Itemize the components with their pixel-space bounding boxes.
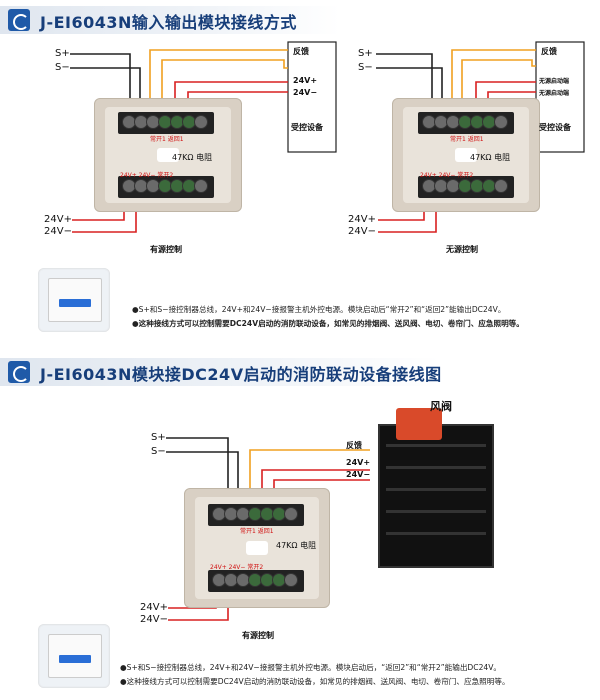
feedback-label-sec2: 反馈 [346,441,362,450]
controlled-device-box-right [535,41,585,153]
fire-damper-box [378,424,494,568]
brand-logo-icon-2 [8,361,30,383]
power-plus-label-left: 24V+ [44,214,72,225]
module-thumbnail-1 [38,268,110,332]
section2-title: J-EI6043N模块接DC24V启动的消防联动设备接线图 [40,365,442,384]
device-dry-contact1-label-right: 无源启动端 [539,78,570,85]
terminal-label-bottom-sec2: 24V+ 24V− 常开2 [210,564,264,571]
section2-note-2: ●这种接线方式可以控制需要DC24V启动的消防联动设备，如常见的排烟阀、送风阀、… [120,677,510,686]
module-thumbnail-2 [38,624,110,688]
bus-s-plus-label-left: S+ [55,48,70,59]
power-minus-line-label-sec2: 24V− [346,470,371,479]
device-feedback-label-left: 反馈 [293,47,309,56]
terminal-block-top-right [418,112,514,134]
terminal-block-bottom-right [418,176,514,198]
resistor-label-right: 47KΩ 电阻 [470,153,511,162]
caption-left: 有源控制 [150,245,182,254]
damper-actuator [396,408,442,440]
device-name-label-right: 受控设备 [539,123,571,132]
bus-s-minus-label-right: S− [358,62,373,73]
power-plus-label-sec2: 24V+ [140,602,168,613]
bus-s-plus-label-right: S+ [358,48,373,59]
terminal-label-bottom-right: 24V+ 24V− 常开2 [420,172,474,179]
terminal-label-top-right: 常开1 返回1 [450,136,484,143]
feedback-line-left [149,49,288,120]
section1-title: J-EI6043N输入输出模块接线方式 [40,13,297,32]
power-minus-label-left: 24V− [44,226,72,237]
led-indicator-icon-2 [59,655,91,663]
device-feedback-label-right: 反馈 [541,47,557,56]
bus-s-minus-label-left: S− [55,62,70,73]
terminal-block-bottom-sec2 [208,570,304,592]
terminal-label-bottom-left: 24V+ 24V− 常开2 [120,172,174,179]
section1-note-1: ●S+和S−接控制器总线，24V+和24V−接报警主机外控电源。模块启动后“常开… [132,305,506,314]
power-plus-label-right: 24V+ [348,214,376,225]
terminal-block-top-left [118,112,214,134]
power-minus-label-right: 24V− [348,226,376,237]
terminal-block-bottom-left [118,176,214,198]
feedback-line2-left [161,59,288,120]
terminal-label-top-left: 常开1 返回1 [150,136,184,143]
caption-right: 无源控制 [446,245,478,254]
feedback-line2-right [461,59,536,120]
device-power-minus-label-left: 24V− [293,88,318,97]
power-plus-line-label-sec2: 24V+ [346,458,371,467]
device-dry-contact2-label-right: 无源启动端 [539,90,570,97]
bus-s-plus-label-sec2: S+ [151,432,166,443]
terminal-block-top-sec2 [208,504,304,526]
section1-banner: J-EI6043N输入输出模块接线方式 [0,6,340,34]
damper-label: 风阀 [430,400,452,413]
bus-s-plus-sec2 [166,437,229,510]
device-name-label-left: 受控设备 [291,123,323,132]
feedback-line-right [451,49,536,120]
power-minus-label-sec2: 24V− [140,614,168,625]
caption-sec2: 有源控制 [242,631,274,640]
terminal-label-top-sec2: 常开1 返回1 [240,528,274,535]
device-power-plus-label-left: 24V+ [293,76,318,85]
resistor-label-sec2: 47KΩ 电阻 [276,541,317,550]
bus-s-minus-label-sec2: S− [151,446,166,457]
controlled-device-box-left [287,41,337,153]
brand-logo-icon [8,9,30,31]
section1-note-2: ●这种接线方式可以控制需要DC24V启动的消防联动设备，如常见的排烟阀、送风阀、… [132,319,524,328]
section2-note-1: ●S+和S−接控制器总线，24V+和24V−接报警主机外控电源。模块启动后，“返… [120,663,502,672]
resistor-label-left: 47KΩ 电阻 [172,153,213,162]
led-indicator-icon [59,299,91,307]
section2-banner: J-EI6043N模块接DC24V启动的消防联动设备接线图 [0,358,442,386]
